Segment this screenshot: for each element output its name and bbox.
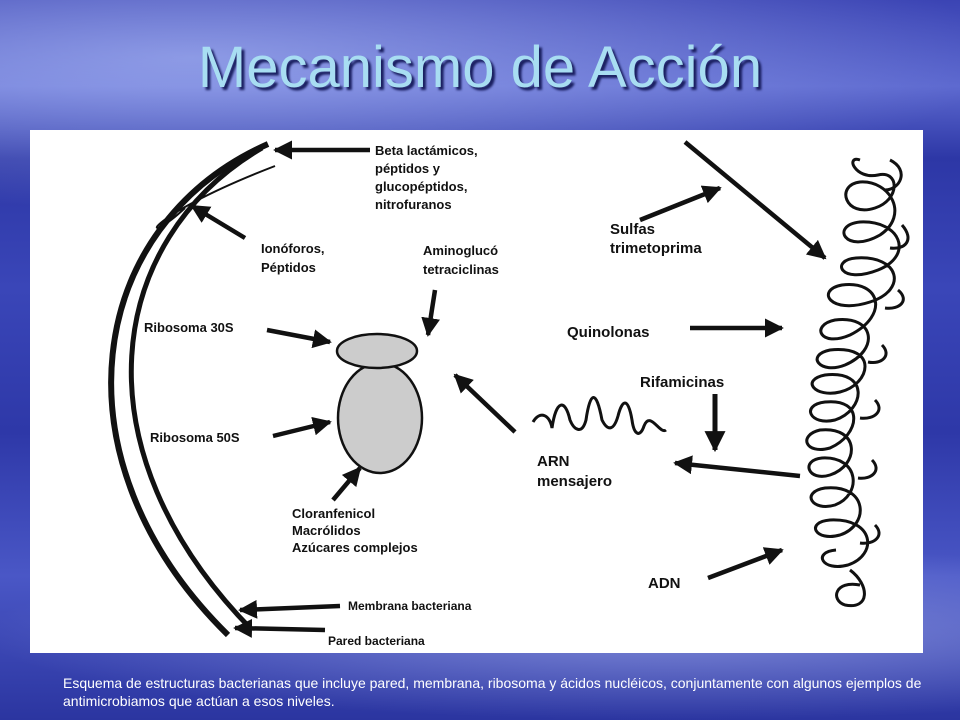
arrow-ribosoma50 <box>272 416 332 439</box>
mechanism-diagram: Beta lactámicos, péptidos y glucopéptido… <box>108 140 910 648</box>
arrow-top-to-dna <box>683 140 827 260</box>
label-pared: Pared bacteriana <box>328 634 425 648</box>
ribosome-30s <box>335 332 419 370</box>
arrow-pared <box>233 618 326 638</box>
label-rifamicinas: Rifamicinas <box>640 374 724 391</box>
label-arn: ARN mensajero <box>537 453 612 490</box>
arrow-to-arn <box>673 455 801 479</box>
label-beta: Beta lactámicos, péptidos y glucopéptido… <box>375 143 481 212</box>
slide-title: Mecanismo de Acción <box>197 35 763 100</box>
label-quinolonas: Quinolonas <box>567 324 650 341</box>
label-cloranfenicol: Cloranfenicol Macrólidos Azúcares comple… <box>292 506 418 555</box>
dna-helix-strand-2 <box>835 158 910 608</box>
label-aminogluco: Aminoglucó tetraciclinas <box>423 243 502 277</box>
arrow-ribosoma30 <box>266 327 332 349</box>
cell-wall-inner-arc <box>128 145 264 632</box>
arrow-aminogluco <box>421 289 440 337</box>
figure-caption: Esquema de estructuras bacterianas que i… <box>63 675 922 709</box>
arrow-adn <box>707 547 784 581</box>
cell-wall-outer-arc <box>108 141 270 638</box>
label-adn: ADN <box>648 575 681 592</box>
label-membrana: Membrana bacteriana <box>348 599 472 613</box>
label-ribosoma-50s: Ribosoma 50S <box>150 430 240 445</box>
arrow-membrana <box>238 599 341 619</box>
label-sulfas: Sulfas trimetoprima <box>610 221 702 257</box>
arrow-mrna-ribosome <box>453 373 517 434</box>
label-ribosoma-30s: Ribosoma 30S <box>144 320 234 335</box>
arrow-cloranfenicol <box>331 466 362 502</box>
label-ionoforos: Ionóforos, Péptidos <box>261 241 328 275</box>
arrow-ionoforos <box>190 204 247 240</box>
dna-helix <box>805 157 901 568</box>
arrow-sulfas <box>639 185 722 223</box>
membrane-arc <box>155 165 276 229</box>
diagram-panel: Beta lactámicos, péptidos y glucopéptido… <box>30 130 923 653</box>
ribosome-50s <box>336 361 424 475</box>
mrna-strand <box>531 396 667 435</box>
